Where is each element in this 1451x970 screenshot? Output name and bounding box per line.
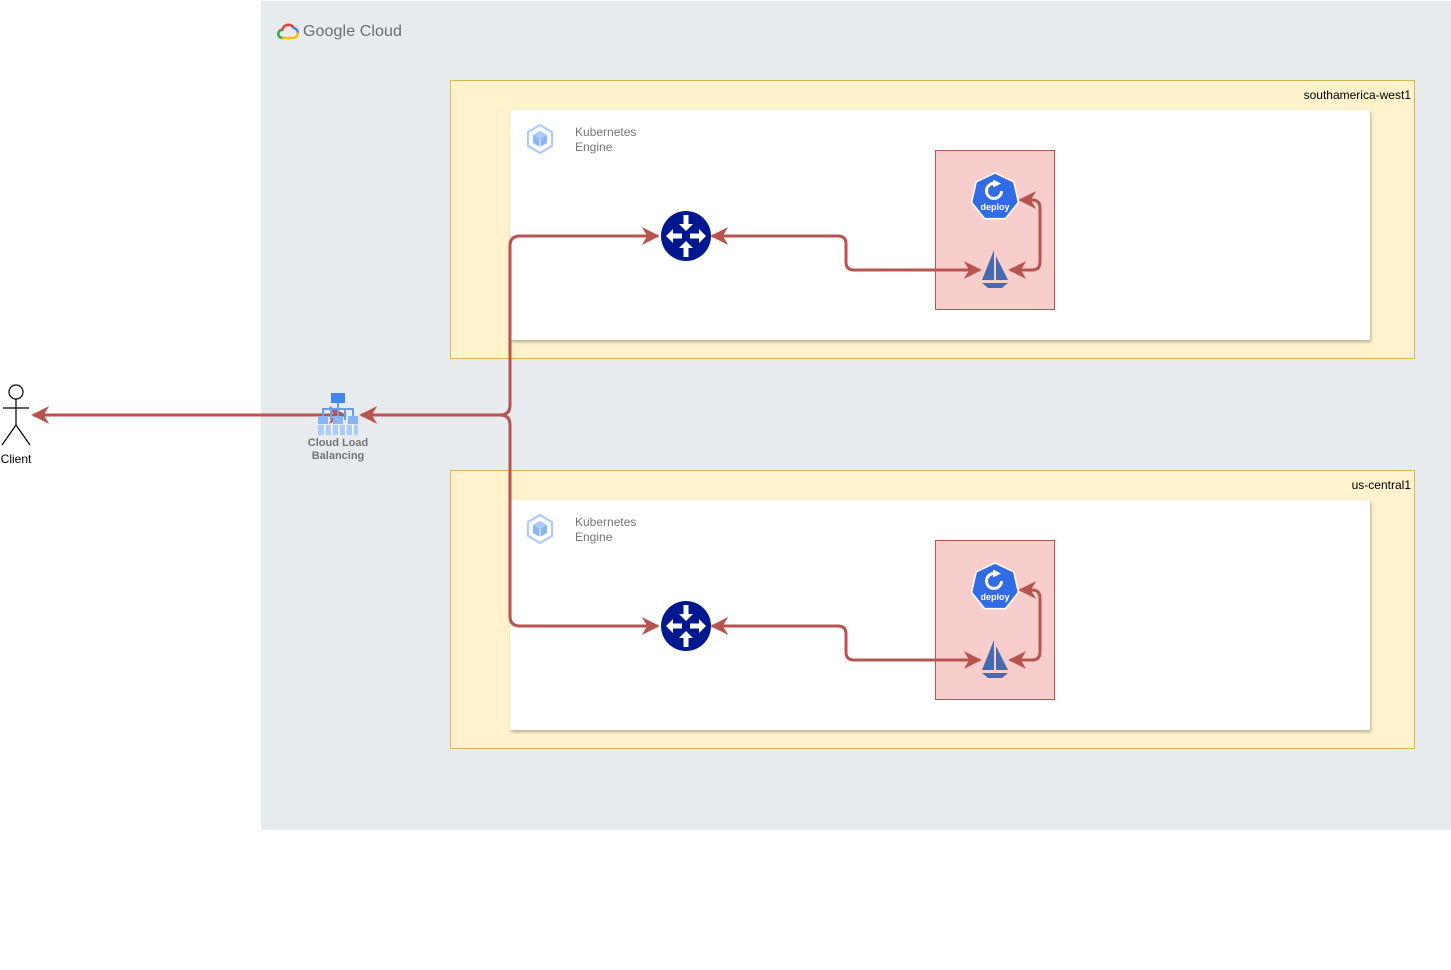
deploy-label: deploy bbox=[980, 202, 1009, 212]
cluster-title-line2: Engine bbox=[575, 140, 613, 154]
region-label: us-central1 bbox=[1351, 478, 1411, 492]
kubernetes-engine-icon bbox=[526, 124, 554, 154]
cluster-title-line1: Kubernetes bbox=[575, 125, 637, 139]
google-cloud-logo: Google Cloud bbox=[277, 20, 402, 44]
load-balancer-label-line1: Cloud Load bbox=[307, 437, 369, 449]
kubernetes-deploy-icon: deploy bbox=[970, 172, 1020, 220]
load-balancer-label: Cloud Load Balancing bbox=[298, 437, 378, 463]
region-label: southamerica-west1 bbox=[1303, 88, 1411, 102]
actor-stick-figure-icon bbox=[1, 384, 31, 446]
deploy-label: deploy bbox=[980, 592, 1009, 602]
cluster-title-line1: Kubernetes bbox=[575, 515, 637, 529]
router-icon bbox=[661, 601, 711, 651]
google-cloud-logo-icon bbox=[277, 23, 299, 40]
cluster-title: Kubernetes Engine bbox=[575, 515, 636, 545]
kubernetes-engine-icon bbox=[526, 514, 554, 544]
cluster-title: Kubernetes Engine bbox=[575, 125, 636, 155]
cluster-title-line2: Engine bbox=[575, 530, 613, 544]
cloud-load-balancing-icon bbox=[318, 393, 358, 435]
kubernetes-deploy-icon: deploy bbox=[970, 562, 1020, 610]
load-balancer-label-line2: Balancing bbox=[311, 450, 365, 462]
istio-sail-icon bbox=[982, 640, 1008, 678]
istio-sail-icon bbox=[982, 250, 1008, 288]
google-cloud-wordmark: Google Cloud bbox=[303, 23, 403, 40]
client-label: Client bbox=[0, 452, 32, 466]
router-icon bbox=[661, 211, 711, 261]
